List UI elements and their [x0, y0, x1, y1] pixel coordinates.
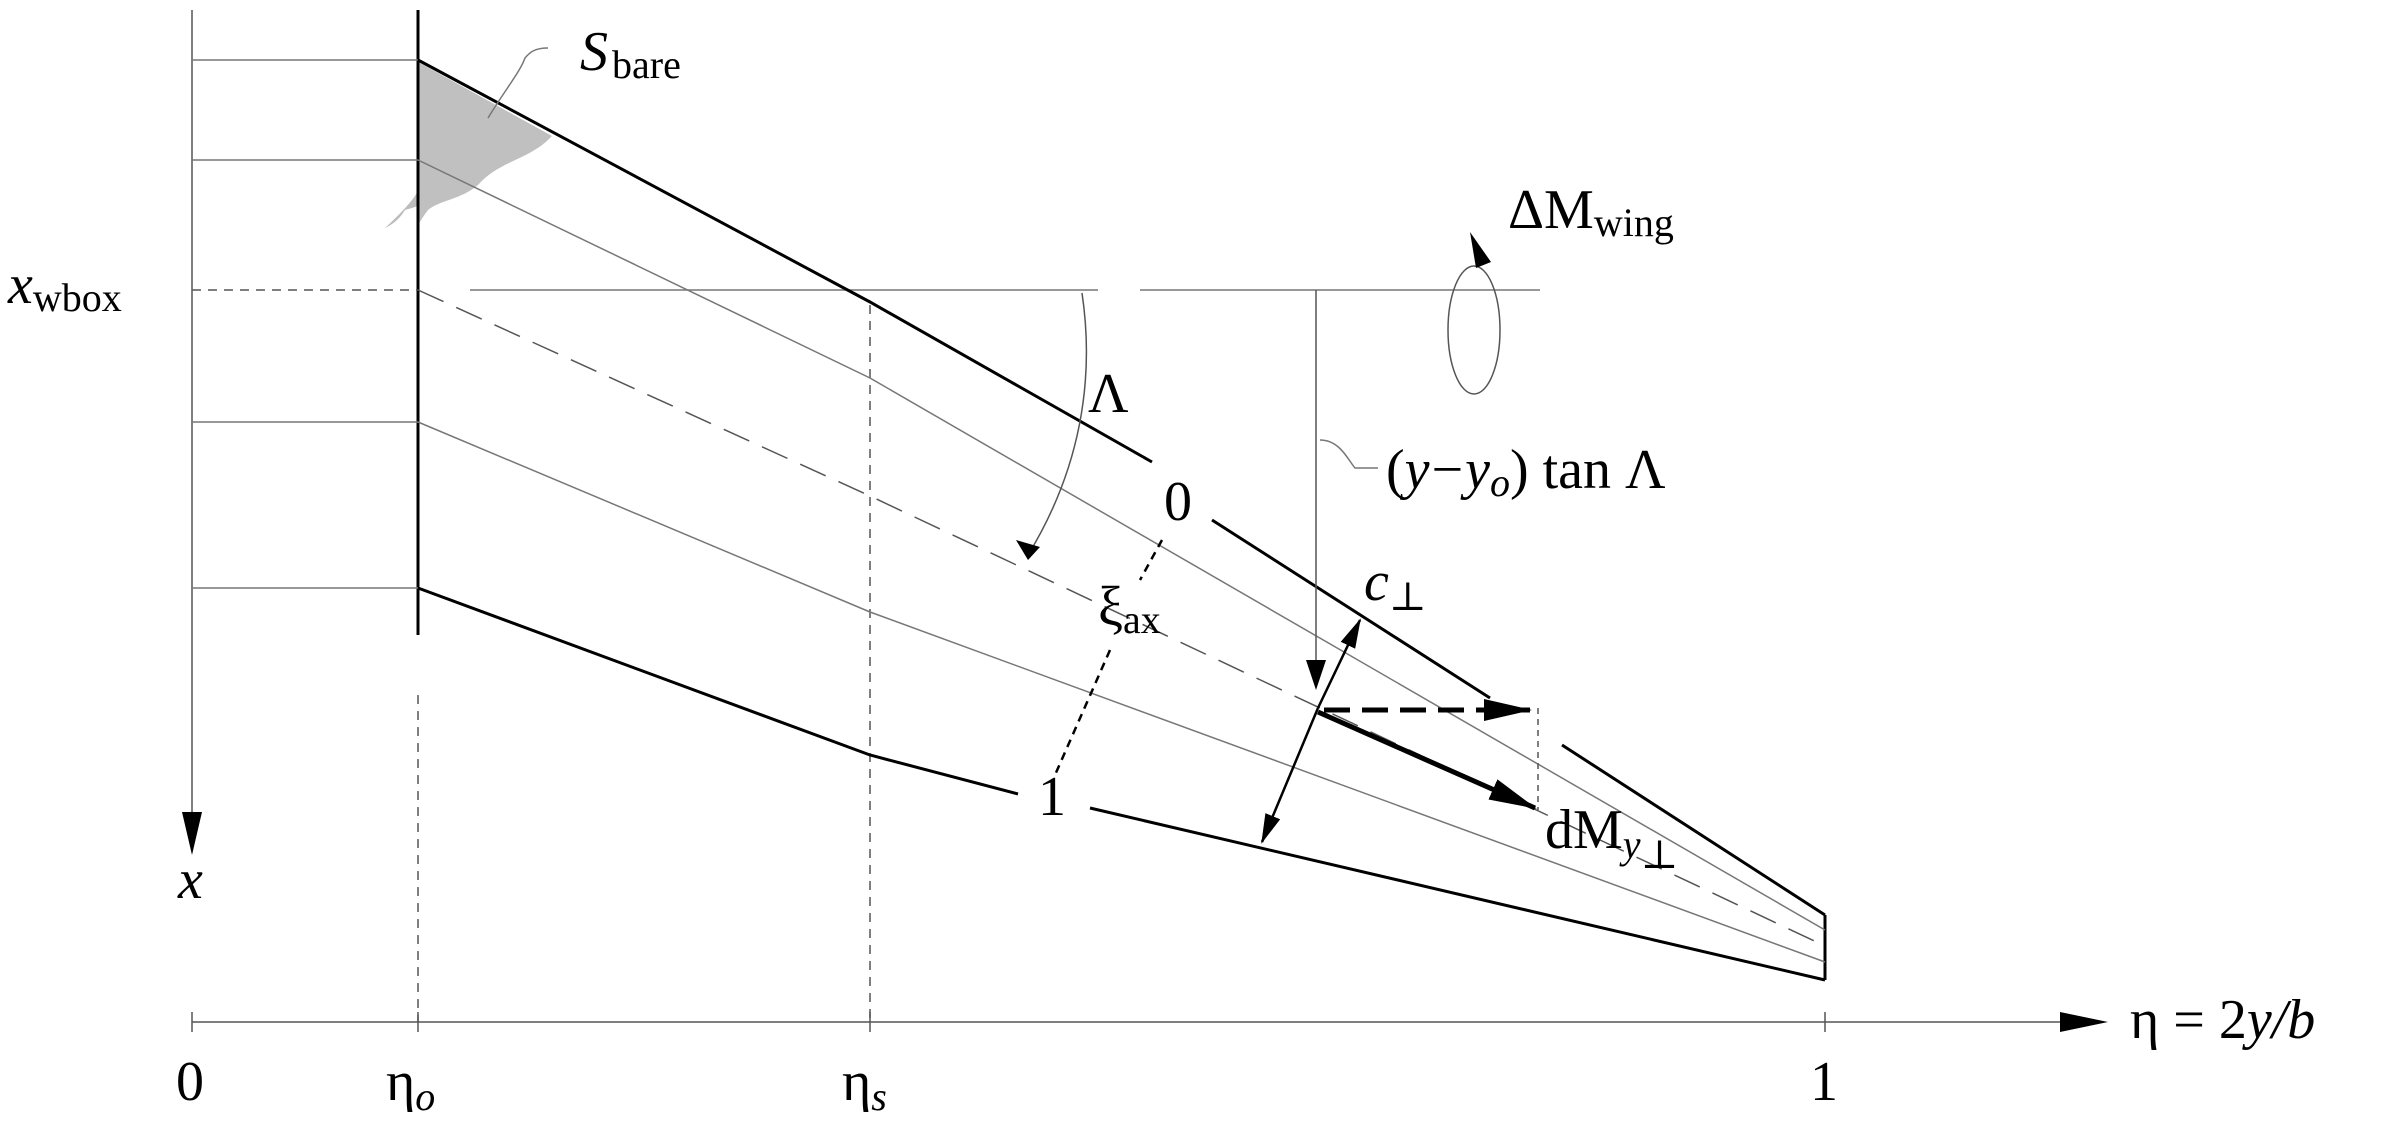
sweep-angle-arrowhead	[1016, 540, 1040, 560]
bare-region-fill	[418, 62, 552, 225]
trailing-edge	[417, 586, 1019, 796]
lambda-label: Λ	[1088, 363, 1129, 425]
spar-line-2	[417, 421, 1826, 963]
xi-ax-line-bottom	[1053, 649, 1112, 776]
moment-arrowhead	[1470, 232, 1491, 268]
dm-y-label: dMy⊥	[1545, 799, 1678, 877]
dm-y-arrow	[1316, 709, 1537, 811]
leading-edge	[417, 58, 1153, 464]
x-axis-label: x	[177, 849, 203, 911]
tick-0-label: 0	[176, 1051, 204, 1113]
eta-axis-arrow	[2060, 1012, 2108, 1032]
xi-ax-line-top	[1138, 539, 1164, 581]
leading-edge-tip	[1561, 743, 1826, 917]
offset-label: (y−yo)tan Λ	[1386, 439, 1666, 505]
one-mark: 1	[1038, 766, 1066, 828]
offset-leader	[1319, 439, 1378, 469]
tick-eta-s-label: ηs	[842, 1051, 887, 1119]
c-perp-arrow	[1316, 618, 1362, 709]
delta-m-wing-label: ΔMwing	[1508, 179, 1674, 245]
leading-edge-outer	[1211, 518, 1491, 700]
s-bare-leader	[487, 47, 549, 119]
spar-line-1	[417, 159, 1826, 931]
eta-axis-label: η = 2y/b	[2130, 989, 2315, 1051]
zero-mark: 0	[1164, 471, 1192, 533]
tick-1-label: 1	[1810, 1051, 1838, 1113]
c-perp-label: c⊥	[1364, 551, 1426, 619]
x-axis-arrow	[182, 812, 202, 855]
c-perp-arrow-lower	[1260, 707, 1320, 844]
xi-ax-label: ξax	[1098, 576, 1161, 642]
tick-eta-o-label: ηo	[386, 1051, 435, 1119]
offset-arrowhead	[1306, 660, 1326, 690]
x-wbox-label: xwbox	[7, 254, 122, 320]
sweep-angle-arc	[1027, 292, 1088, 556]
trailing-edge-outer	[1089, 806, 1826, 982]
moment-loop	[1447, 265, 1501, 395]
